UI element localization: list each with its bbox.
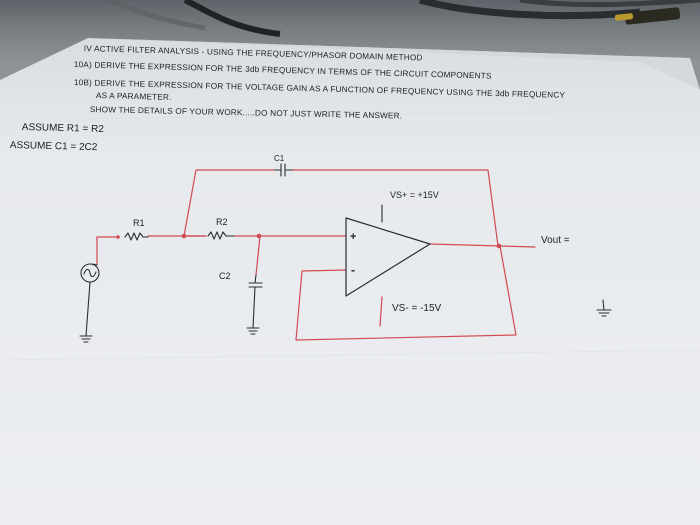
vs-plus-label: VS+ = +15V	[390, 190, 439, 200]
c1-label: C1	[274, 154, 285, 163]
node-dot-1	[181, 233, 187, 239]
ac-source	[80, 263, 100, 337]
paper-sheet	[0, 38, 700, 525]
r1-resistor	[124, 232, 149, 241]
cable-3	[419, 0, 641, 20]
ground-right	[596, 299, 612, 317]
cable-1	[183, 0, 281, 37]
wire-node-to-c2	[255, 235, 261, 276]
c1-capacitor	[274, 163, 293, 177]
wires	[96, 169, 536, 341]
wire-opamp-out	[429, 243, 536, 248]
r2-label: R2	[216, 217, 228, 227]
node-dot-2	[256, 233, 262, 239]
wire-c1-feedback-right	[291, 169, 499, 247]
wire-source-to-r1	[96, 236, 119, 266]
r1-label: R1	[133, 218, 145, 228]
paper-fold-shadow	[88, 38, 700, 90]
probe-connector	[614, 7, 681, 25]
c2-label: C2	[219, 271, 231, 281]
vout-label: Vout =	[541, 235, 570, 246]
opamp-minus-sign: -	[351, 263, 355, 277]
wire-feedback-loop	[295, 245, 517, 341]
node-dot-4	[116, 235, 120, 239]
c2-capacitor	[248, 274, 263, 329]
node-dot-3	[496, 243, 502, 249]
wire-c1-feedback-left	[183, 169, 276, 237]
wire-vs-minus	[379, 296, 383, 327]
vs-minus-label: VS- = -15V	[392, 303, 442, 314]
ground-source	[79, 335, 93, 343]
cable-2	[109, 0, 206, 31]
r2-resistor	[207, 231, 235, 240]
ground-c2	[246, 327, 260, 335]
opamp-plus-sign: +	[350, 231, 356, 243]
cable-4	[519, 0, 700, 8]
opamp	[345, 217, 431, 297]
